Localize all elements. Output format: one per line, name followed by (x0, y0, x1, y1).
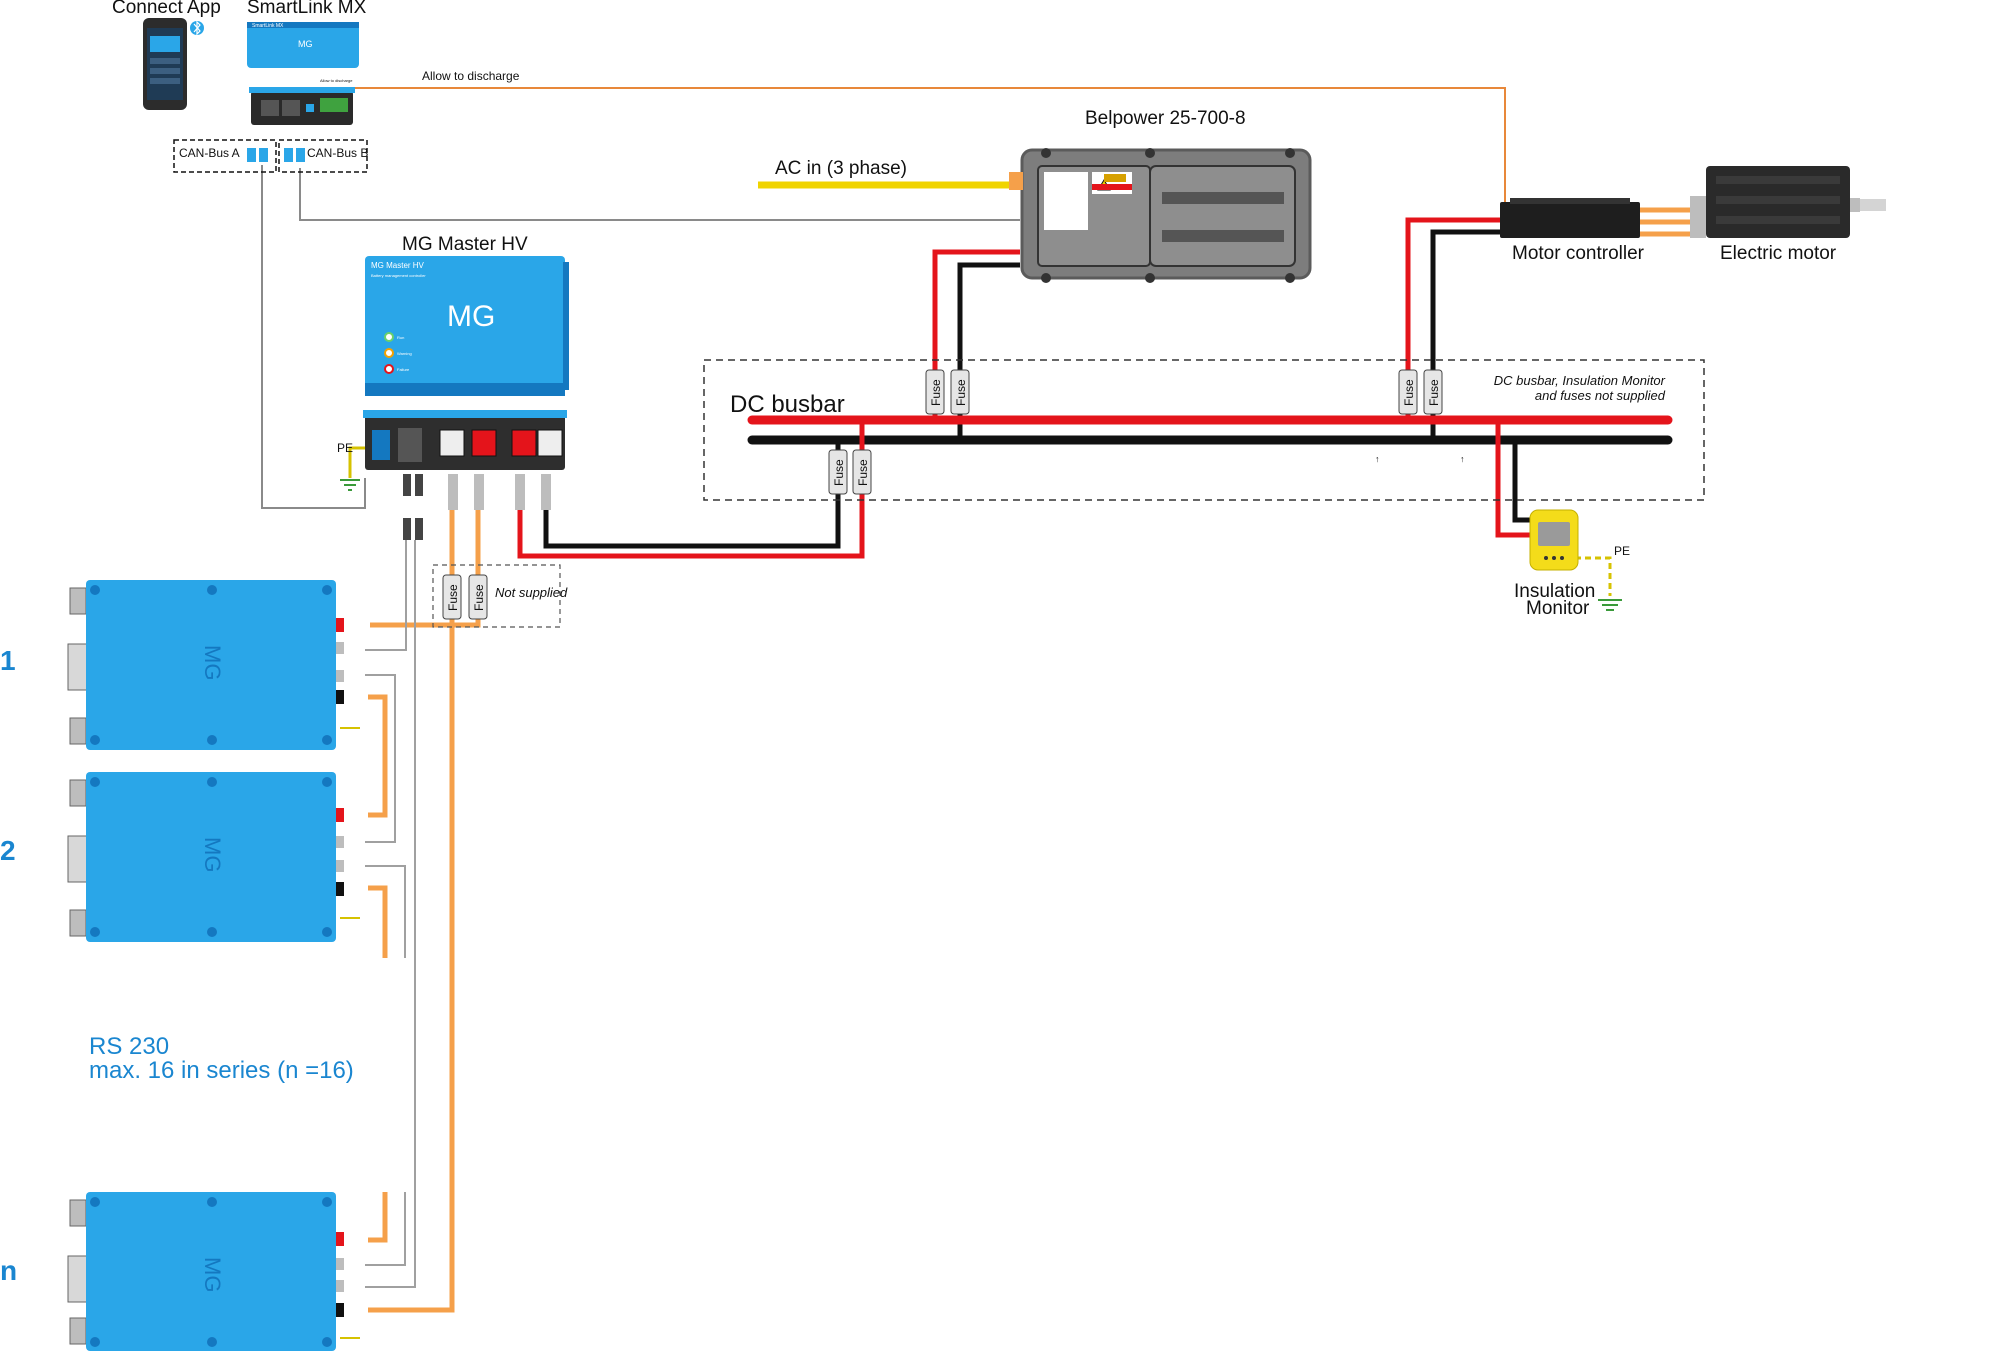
insulation-pe-wire (1575, 556, 1612, 596)
battery-link-1-2 (368, 694, 388, 818)
fuse-charger-negative: Fuse (950, 369, 970, 415)
svg-text:Fuse: Fuse (446, 584, 460, 611)
can-bus-a-wire (261, 165, 366, 509)
svg-text:Fuse: Fuse (954, 379, 968, 406)
bms-chain-in-1 (365, 540, 407, 651)
bms-chain-n-in (365, 1192, 406, 1266)
allow-discharge-small: Allow to discharge (320, 78, 353, 83)
connect-app-label: Connect App (112, 0, 221, 18)
master-pe-label: PE (337, 441, 353, 455)
svg-text:MG: MG (200, 645, 225, 680)
fuse-motor-negative: Fuse (1423, 369, 1443, 415)
svg-text:Fuse: Fuse (1427, 379, 1441, 406)
motor-controller-device (1500, 198, 1640, 238)
insulation-positive-wire (1495, 420, 1530, 538)
allow-discharge-label: Allow to discharge (422, 69, 520, 83)
insulation-monitor-device (1529, 509, 1579, 571)
svg-text:Failure: Failure (397, 367, 410, 372)
motor-controller-label: Motor controller (1512, 243, 1645, 264)
fuse-master-positive: Fuse (852, 449, 872, 495)
master-to-busbar-negative (543, 440, 841, 549)
rs-series-label: max. 16 in series (n =16) (89, 1057, 354, 1084)
battery-link-2-n (368, 885, 388, 958)
motor-positive-wire (1405, 217, 1500, 420)
svg-text:MG: MG (200, 1257, 225, 1292)
can-bus-b-wire (299, 168, 1020, 221)
svg-text:Warning: Warning (397, 351, 412, 356)
electric-motor-device (1690, 166, 1886, 238)
svg-text:Fuse: Fuse (832, 459, 846, 486)
ac-input-label: AC in (3 phase) (775, 158, 907, 179)
bms-chain-2-out (365, 865, 406, 958)
busbar-tick-a: ↑ (1375, 454, 1380, 464)
battery-module-1: MG (67, 580, 360, 750)
svg-text:MG: MG (447, 300, 495, 333)
svg-text:Fuse: Fuse (856, 459, 870, 486)
belpower-charger-device (1009, 148, 1312, 283)
insulation-ground-icon (1598, 599, 1622, 611)
master-pe-wire (348, 446, 365, 478)
smartlink-label: SmartLink MX (247, 0, 367, 18)
busbar-note-line1: DC busbar, Insulation Monitor (1494, 373, 1666, 388)
charger-negative-wire (957, 262, 1020, 440)
battery-number-2: 2 (0, 835, 16, 866)
svg-text:Battery management controller: Battery management controller (371, 273, 426, 278)
bms-chain-1-2 (365, 674, 396, 843)
battery-module-n: MG (67, 1192, 360, 1351)
busbar-note-line2: and fuses not supplied (1535, 388, 1666, 403)
insulation-monitor-label-1: Insulation (1514, 581, 1595, 602)
svg-text:MG: MG (200, 837, 225, 872)
battery-module-2: MG (67, 772, 360, 942)
electric-motor-label: Electric motor (1720, 243, 1837, 264)
connect-app-phone (143, 18, 187, 110)
mg-master-label: MG Master HV (402, 234, 528, 255)
svg-text:MG Master HV: MG Master HV (371, 261, 425, 270)
can-bus-a-label: CAN-Bus A (179, 146, 240, 160)
fuse-battery-negative: Fuse (442, 574, 462, 620)
battery-string-negative (368, 508, 455, 1313)
dc-busbar-label: DC busbar (730, 391, 845, 418)
can-terminator-icons (247, 148, 305, 162)
battery-link-to-n (368, 1192, 388, 1243)
bms-chain-n-out (365, 540, 416, 1288)
svg-text:Run: Run (397, 335, 404, 340)
can-bus-b-label: CAN-Bus B (307, 146, 368, 160)
bms-connectors (403, 518, 423, 540)
svg-text:SmartLink MX: SmartLink MX (252, 23, 284, 29)
battery-number-n: n (0, 1255, 17, 1286)
battery-fuse-not-supplied-box (432, 564, 561, 628)
can-bus-a-box (173, 139, 277, 173)
insulation-negative-wire (1512, 440, 1530, 523)
battery-string-positive (370, 508, 481, 628)
charger-positive-wire (932, 249, 1020, 420)
battery-number-1: 1 (0, 645, 16, 676)
insulation-monitor-label-2: Monitor (1526, 598, 1590, 619)
rs-model-label: RS 230 (89, 1033, 169, 1060)
fuse-charger-positive: Fuse (925, 369, 945, 415)
smartlink-device: SmartLink MX MG (247, 22, 359, 125)
busbar-not-supplied-box (703, 359, 1705, 501)
insulation-pe-label: PE (1614, 544, 1630, 558)
allow-discharge-wire (336, 87, 1506, 205)
master-ground-icon (340, 479, 360, 491)
svg-text:Fuse: Fuse (472, 584, 486, 611)
busbar-tick-b: ↑ (1460, 454, 1465, 464)
mg-master-hv-bottom-panel (363, 410, 567, 510)
mg-master-hv-device: MG Master HV Battery management controll… (365, 256, 569, 396)
motor-negative-wire (1430, 229, 1500, 440)
fuse-master-negative: Fuse (828, 449, 848, 495)
bluetooth-icon (190, 20, 204, 36)
svg-text:Fuse: Fuse (1402, 379, 1416, 406)
fuse-battery-positive: Fuse (468, 574, 488, 620)
fuse-motor-positive: Fuse (1398, 369, 1418, 415)
not-supplied-label: Not supplied (495, 585, 568, 600)
svg-text:Fuse: Fuse (929, 379, 943, 406)
can-bus-b-box (278, 139, 368, 173)
belpower-label: Belpower 25-700-8 (1085, 108, 1246, 129)
svg-text:MG: MG (298, 39, 313, 49)
